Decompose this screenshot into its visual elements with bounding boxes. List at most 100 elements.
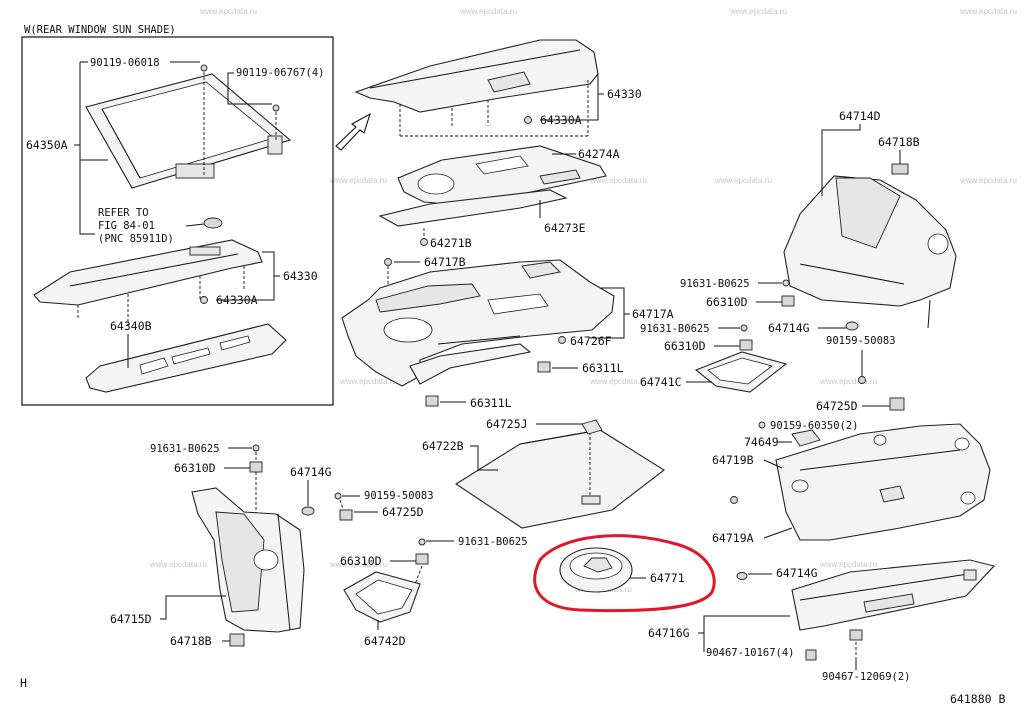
screw-icon: [418, 538, 426, 546]
label-66310D-r1: 66310D: [706, 295, 748, 309]
part-trunk-lid-trim: [775, 423, 991, 541]
label-90159-60350: 90159-60350(2): [770, 420, 859, 432]
clip-icon: [558, 336, 566, 344]
label-90119-06018: 90119-06018: [90, 57, 160, 69]
label-64330: 64330: [607, 87, 642, 101]
part-right-side-trim: [783, 175, 957, 329]
label-64725D-l: 64725D: [382, 505, 424, 519]
watermark: www.epcdata.ru: [339, 377, 397, 386]
label-64716G: 64716G: [648, 626, 690, 640]
label-91631-r1: 91631-B0625: [680, 278, 750, 290]
clip-icon: [420, 238, 428, 246]
sun-shade-hook-icon: [203, 217, 223, 229]
clip-icon: [889, 397, 905, 411]
refer-text: FIG 84-01: [98, 220, 155, 232]
label-64718B-r: 64718B: [878, 135, 920, 149]
label-64717B: 64717B: [424, 255, 466, 269]
screw-icon: [272, 104, 280, 112]
label-64714D: 64714D: [839, 109, 881, 123]
clip-icon: [339, 509, 353, 521]
label-64714G-l: 64714G: [290, 465, 332, 479]
screw-icon: [858, 376, 866, 384]
label-64718B-l: 64718B: [170, 634, 212, 648]
part-package-tray-inset: [33, 239, 263, 326]
footer-left: H: [20, 676, 27, 690]
part-left-side-trim: [191, 487, 305, 633]
label-91631-c: 91631-B0625: [458, 536, 528, 548]
label-90119-06767: 90119-06767(4): [236, 67, 325, 79]
label-64330-inset: 64330: [283, 269, 318, 283]
watermark: www.epcdata.ru: [199, 7, 257, 16]
clip-icon: [781, 295, 795, 307]
label-66310D-c: 66310D: [340, 554, 382, 568]
label-64714G-b: 64714G: [776, 566, 818, 580]
label-64719A: 64719A: [712, 531, 754, 545]
screw-icon: [758, 421, 766, 429]
watermark: www.epcdata.ru: [819, 377, 877, 386]
part-trunk-floor-trim: [341, 259, 615, 387]
watermark: www.epcdata.ru: [149, 560, 207, 569]
part-insulator-strip: [378, 189, 568, 227]
refer-text: REFER TO: [98, 207, 149, 219]
part-package-tray-panel: [85, 323, 287, 393]
clip-icon: [791, 429, 821, 447]
part-package-tray-trim: [354, 39, 599, 137]
inset-frame: [21, 36, 334, 406]
part-tray-64742D: [343, 571, 421, 623]
label-64771: 64771: [650, 571, 685, 585]
label-64725D-r: 64725D: [816, 399, 858, 413]
label-64717A: 64717A: [632, 307, 674, 321]
part-sill-plate: [791, 559, 996, 631]
highlight-circle: [533, 534, 716, 613]
clip-icon: [415, 553, 429, 565]
label-91631-r2: 91631-B0625: [640, 323, 710, 335]
label-64330A-inset: 64330A: [216, 293, 258, 307]
part-spare-tire-holder: [559, 547, 633, 593]
label-64273E: 64273E: [544, 221, 586, 235]
label-64741C: 64741C: [640, 375, 682, 389]
label-64719B: 64719B: [712, 453, 754, 467]
part-trunk-mat: [454, 419, 665, 529]
clip-icon: [229, 633, 245, 647]
clip-icon: [425, 395, 439, 407]
label-74649: 74649: [744, 435, 779, 449]
watermark: www.epcdata.ru: [714, 176, 772, 185]
inset-title: W(REAR WINDOW SUN SHADE): [24, 24, 176, 36]
label-64715D: 64715D: [110, 612, 152, 626]
label-90467-12069: 90467-12069(2): [822, 671, 911, 683]
arrow-icon: [335, 112, 371, 151]
label-64271B: 64271B: [430, 236, 472, 250]
clip-icon: [849, 629, 863, 641]
watermark: www.epcdata.ru: [959, 7, 1017, 16]
label-90467-10167: 90467-10167(4): [706, 647, 795, 659]
clip-icon: [730, 496, 738, 504]
clip-icon: [200, 296, 208, 304]
clip-icon: [736, 572, 748, 580]
screw-icon: [252, 444, 260, 452]
clip-icon: [301, 506, 315, 516]
clip-icon: [845, 321, 859, 331]
screw-icon: [200, 64, 208, 72]
label-66310D-r2: 66310D: [664, 339, 706, 353]
part-sun-shade-frame: [85, 73, 292, 189]
label-64722B: 64722B: [422, 439, 464, 453]
clip-icon: [249, 461, 263, 473]
watermark: www.epcdata.ru: [459, 7, 517, 16]
clip-icon: [537, 361, 551, 373]
label-64274A: 64274A: [578, 147, 620, 161]
label-64742D: 64742D: [364, 634, 406, 648]
clip-icon: [739, 339, 753, 351]
watermark: www.epcdata.ru: [729, 7, 787, 16]
label-64725J: 64725J: [486, 417, 528, 431]
label-64714G-r: 64714G: [768, 321, 810, 335]
screw-icon: [334, 492, 342, 500]
label-90159-50083-l: 90159-50083: [364, 490, 434, 502]
label-91631-l: 91631-B0625: [150, 443, 220, 455]
watermark: www.epcdata.ru: [329, 560, 387, 569]
watermark: www.epcdata.ru: [589, 377, 647, 386]
label-64726F: 64726F: [570, 334, 612, 348]
watermark: www.epcdata.ru: [329, 176, 387, 185]
clip-icon: [805, 649, 817, 661]
clip-icon: [524, 116, 532, 124]
